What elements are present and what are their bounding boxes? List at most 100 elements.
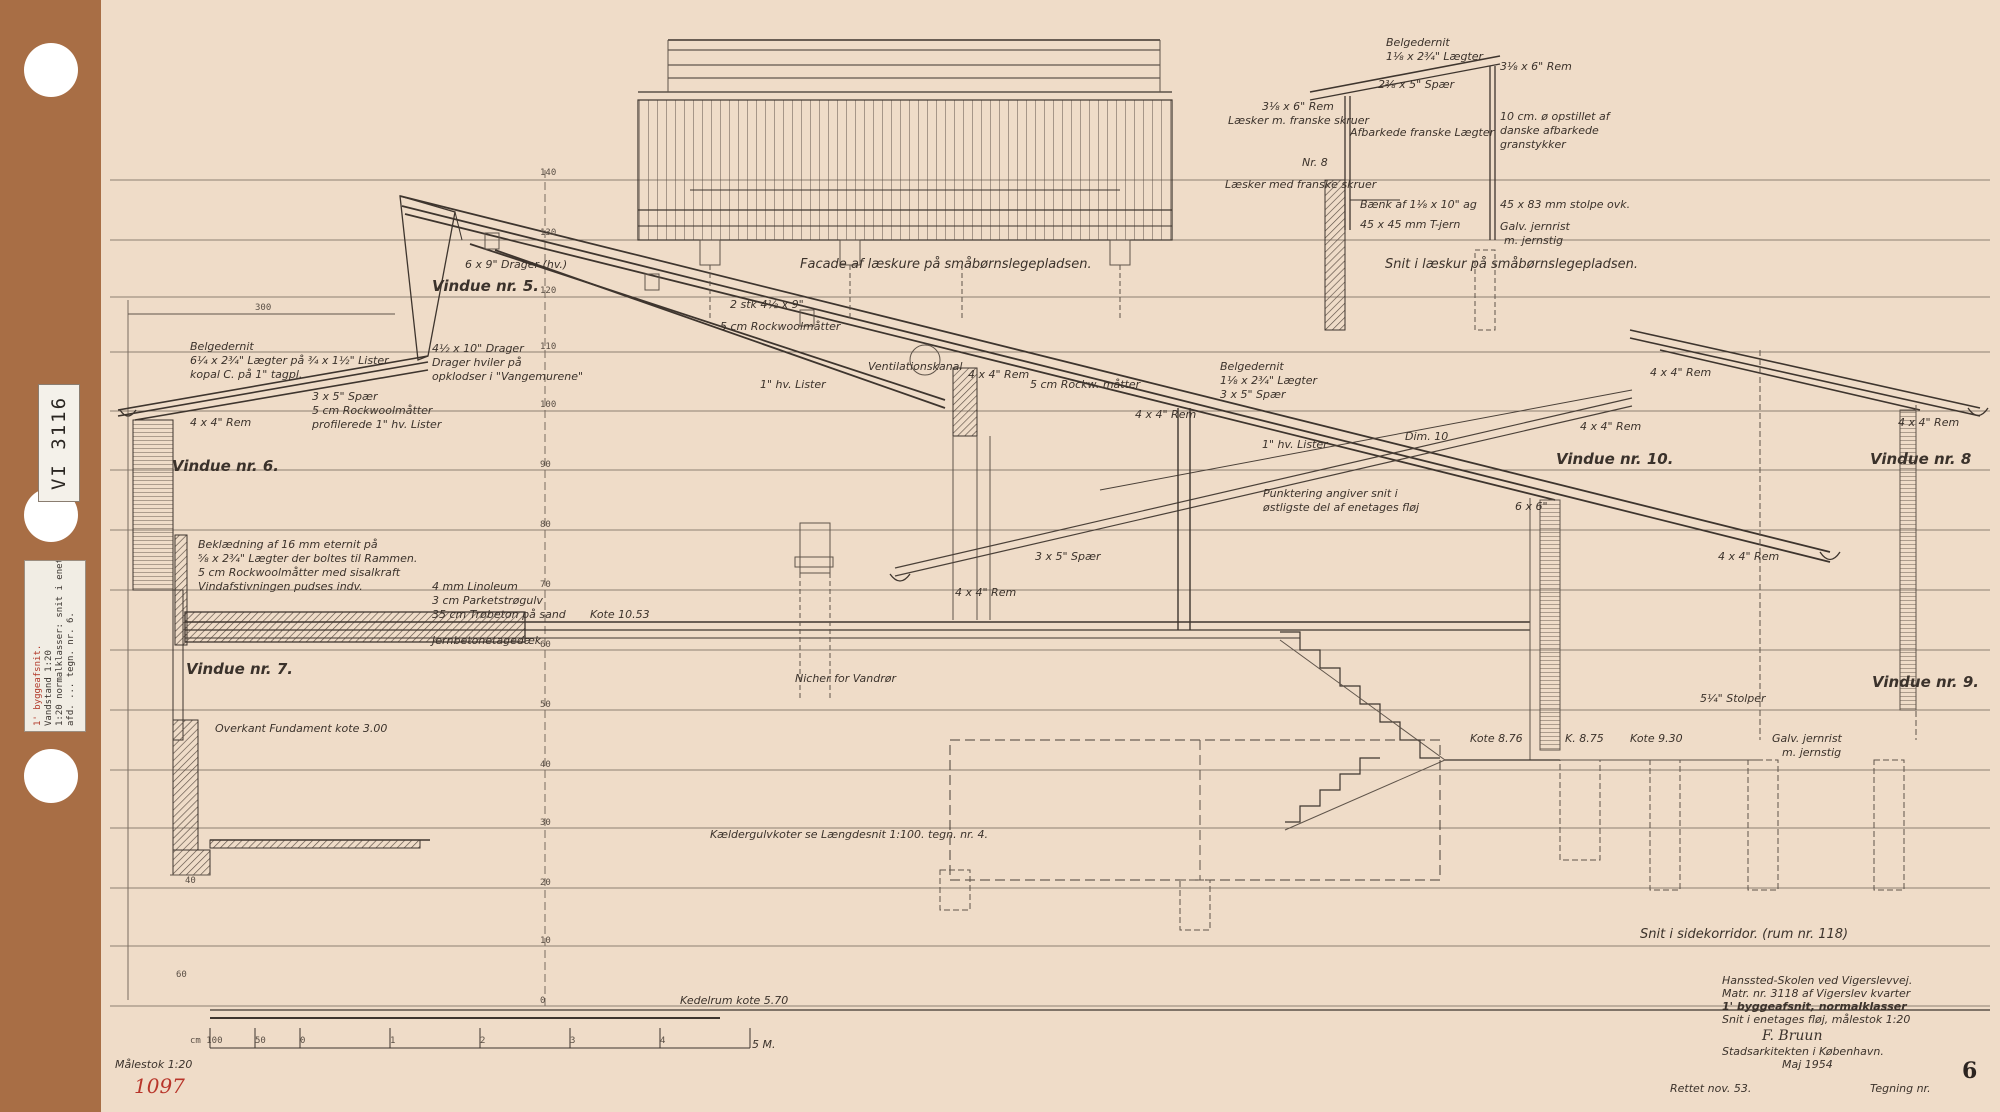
annotation: Belgedernit bbox=[1220, 360, 1284, 373]
elevation-mark: 70 bbox=[540, 580, 551, 590]
signature: F. Bruun bbox=[1762, 1028, 1823, 1044]
annotation: Nicher for Vandrør bbox=[795, 672, 897, 685]
annotation: 35 cm Trøbeton på sand bbox=[432, 608, 566, 621]
annotation: 1" hv. Lister bbox=[1262, 438, 1328, 451]
title-line: Matr. nr. 3118 af Vigerslev kvarter bbox=[1722, 987, 1911, 1000]
annotation: 4 x 4" Rem bbox=[1650, 366, 1712, 379]
annotation: østligste del af enetages fløj bbox=[1263, 501, 1420, 514]
title-block: Hanssted-Skolen ved Vigerslevvej. Matr. … bbox=[1722, 974, 1992, 1094]
dimension-label: 300 bbox=[255, 303, 272, 313]
revised-note: Rettet nov. 53. bbox=[1670, 1082, 1752, 1095]
elevation-mark: 140 bbox=[540, 168, 557, 178]
annotation: K. 8.75 bbox=[1565, 732, 1604, 745]
annotation: 4½ x 10" Drager bbox=[432, 342, 524, 355]
scale-tick-label: 1 bbox=[390, 1036, 396, 1046]
elevation-mark: 100 bbox=[540, 400, 557, 410]
annotation: 4 x 4" Rem bbox=[968, 368, 1030, 381]
left-roof bbox=[117, 355, 429, 421]
scale-tick-label: 4 bbox=[660, 1036, 666, 1046]
annotation: 4 x 4" Rem bbox=[1580, 420, 1642, 433]
title-date: Maj 1954 bbox=[1782, 1058, 1833, 1071]
binder-strip: VI 3116 1' byggeafsnit. Vandstand 1:20 1… bbox=[0, 0, 101, 1112]
label-vindue-5: Vindue nr. 5. bbox=[432, 277, 539, 295]
annotation: 1" hv. Lister bbox=[760, 378, 826, 391]
annotation: Belgedernit bbox=[190, 340, 254, 353]
shelter-section bbox=[1309, 55, 1501, 331]
caption-snit-sidekorridor: Snit i sidekorridor. (rum nr. 118) bbox=[1640, 927, 1849, 942]
annotation: granstykker bbox=[1500, 138, 1566, 151]
annotation: 4 x 4" Rem bbox=[955, 586, 1017, 599]
title-line: Hanssted-Skolen ved Vigerslevvej. bbox=[1722, 974, 1913, 987]
annotation: 6¼ x 2¾" Lægter på ¾ x 1½" Lister bbox=[190, 354, 389, 367]
annotation: Drager hviler på bbox=[432, 356, 522, 369]
annotation: m. jernstig bbox=[1782, 746, 1842, 759]
elevation-mark: 90 bbox=[540, 460, 551, 470]
annotation: 2⅜ x 5" Spær bbox=[1378, 78, 1455, 91]
label-vindue-6: Vindue nr. 6. bbox=[172, 457, 279, 475]
level-lines bbox=[110, 179, 1990, 1007]
annotation: 45 x 83 mm stolpe ovk. bbox=[1500, 198, 1631, 211]
elevation-mark: 110 bbox=[540, 342, 557, 352]
dimension-label: 40 bbox=[185, 876, 196, 886]
annotation: Kote 10.53 bbox=[590, 608, 650, 621]
label-vindue-10: Vindue nr. 10. bbox=[1556, 450, 1674, 468]
annotation: Læsker med franske skruer bbox=[1225, 178, 1377, 191]
main-roof bbox=[399, 195, 1831, 563]
punch-hole-bottom bbox=[24, 749, 78, 803]
scale-label: Målestok 1:20 bbox=[115, 1058, 193, 1071]
annotation: 5 cm Rockwoolmåtter bbox=[312, 404, 433, 417]
annotation: 5 cm Rockwoolmåtter med sisalkraft bbox=[198, 566, 401, 579]
caption-facade: Facade af læskure på småbørnslegepladsen… bbox=[800, 257, 1092, 272]
annotation: Vindafstivningen pudses indv. bbox=[198, 580, 363, 593]
annotation: Galv. jernrist bbox=[1500, 220, 1570, 233]
annotation: profilerede 1" hv. Lister bbox=[312, 418, 442, 431]
punch-hole-top bbox=[24, 43, 78, 97]
annotation: 4 x 4" Rem bbox=[1135, 408, 1197, 421]
annotation: 3 x 5" Spær bbox=[1220, 388, 1286, 401]
annotation: Kote 8.76 bbox=[1470, 732, 1523, 745]
annotation: 4 x 4" Rem bbox=[1718, 550, 1780, 563]
tegning-label: Tegning nr. bbox=[1870, 1082, 1931, 1095]
annotation: kopal C. på 1" tagpl. bbox=[190, 368, 303, 381]
annotation: Kote 9.30 bbox=[1630, 732, 1683, 745]
scale-tick-label: 50 bbox=[255, 1036, 266, 1046]
annotation: Bænk af 1⅛ x 10" ag bbox=[1360, 198, 1477, 211]
elevation-mark: 40 bbox=[540, 760, 551, 770]
annotation: Ventilationskanal bbox=[868, 360, 963, 373]
elevation-mark: 80 bbox=[540, 520, 551, 530]
annotation: danske afbarkede bbox=[1500, 124, 1599, 137]
label-vindue-7: Vindue nr. 7. bbox=[186, 660, 293, 678]
scale-tick-label: 0 bbox=[300, 1036, 306, 1046]
annotation: opklodser i "Vangemurene" bbox=[432, 370, 584, 383]
annotation: Belgedernit bbox=[1386, 36, 1450, 49]
annotation: 5¼" Stolper bbox=[1700, 692, 1766, 705]
scale-tick-label: 3 bbox=[570, 1036, 576, 1046]
annotation: Nr. 8 bbox=[1302, 156, 1328, 169]
shelter-facade bbox=[637, 39, 1173, 320]
caption-snit-laeskur: Snit i læskur på småbørnslegepladsen. bbox=[1385, 257, 1639, 272]
annotation: 45 x 45 mm T-jern bbox=[1360, 218, 1461, 231]
label-vindue-8: Vindue nr. 8 bbox=[1870, 450, 1972, 468]
annotation: 3 x 5" Spær bbox=[312, 390, 378, 403]
elevation-mark: 20 bbox=[540, 878, 551, 888]
elevation-mark: 50 bbox=[540, 700, 551, 710]
annotation: 3 cm Parketstrøgulv bbox=[432, 594, 543, 607]
annotation: 3⅛ x 6" Rem bbox=[1500, 60, 1572, 73]
annotation: 5 cm Rockwoolmåtter bbox=[720, 320, 841, 333]
dimension-label: 60 bbox=[176, 970, 187, 980]
annotation: Beklædning af 16 mm eternit på bbox=[198, 538, 378, 551]
archive-id-label: VI 3116 bbox=[38, 384, 80, 502]
annotation: 6 x 6" bbox=[1515, 500, 1548, 513]
scale-tick-label: 5 M. bbox=[752, 1038, 776, 1051]
elevation-mark: 10 bbox=[540, 936, 551, 946]
red-archive-number: 1097 bbox=[134, 1074, 185, 1098]
scale-tick-label: cm 100 bbox=[190, 1036, 223, 1046]
annotation: 4 x 4" Rem bbox=[190, 416, 252, 429]
annotation: 3⅛ x 6" Rem bbox=[1262, 100, 1334, 113]
elevation-mark: 130 bbox=[540, 228, 557, 238]
title-office: Stadsarkitekten i København. bbox=[1722, 1045, 1884, 1058]
annotation: Afbarkede franske Lægter bbox=[1350, 126, 1495, 139]
annotation: Kedelrum kote 5.70 bbox=[680, 994, 789, 1007]
